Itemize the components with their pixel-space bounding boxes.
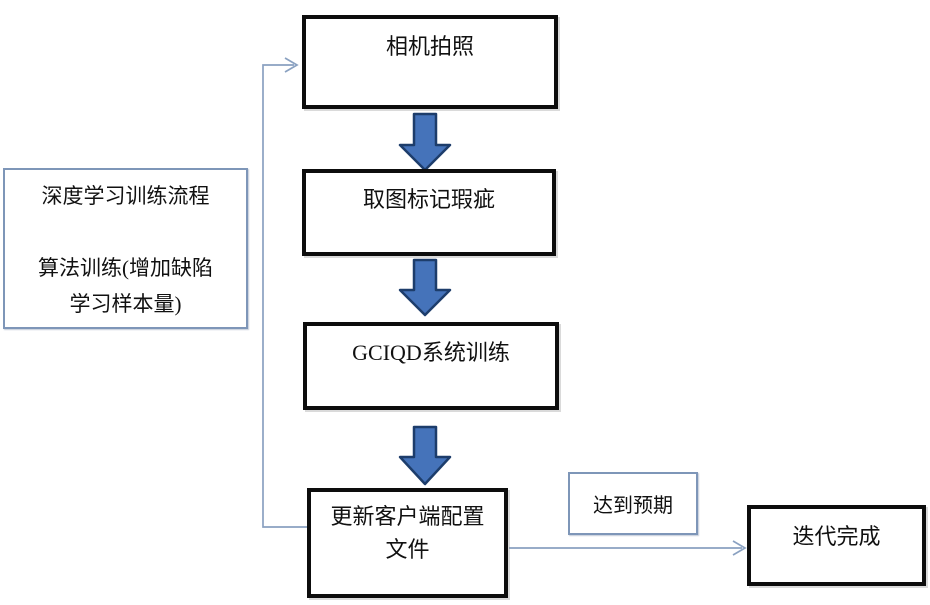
result-arrow xyxy=(509,540,747,556)
step-label: 取图标记瑕疵 xyxy=(362,187,495,212)
note-text: 深度学习训练流程 算法训练(增加缺陷 学习样本量) xyxy=(38,184,213,317)
feedback-loop-arrow xyxy=(262,57,307,528)
chevron-right-icon xyxy=(284,57,299,73)
step-system-training: GCIQD系统训练 xyxy=(303,322,559,410)
down-block-arrow-icon xyxy=(398,425,452,486)
note-box-training-process: 深度学习训练流程 算法训练(增加缺陷 学习样本量) xyxy=(3,168,248,329)
step-label: GCIQD系统训练 xyxy=(352,340,510,365)
step-camera-capture: 相机拍照 xyxy=(302,15,558,109)
step-update-config: 更新客户端配置 文件 xyxy=(307,488,508,598)
step-label: 相机拍照 xyxy=(385,34,474,59)
step-iteration-done: 迭代完成 xyxy=(747,505,926,586)
down-block-arrow-icon xyxy=(398,112,452,172)
step-label: 更新客户端配置 文件 xyxy=(330,504,485,562)
step-label: 迭代完成 xyxy=(792,524,881,549)
step-mark-defects: 取图标记瑕疵 xyxy=(302,169,556,256)
edge-label-expectation-met: 达到预期 xyxy=(568,472,698,535)
chevron-right-icon xyxy=(732,540,747,556)
down-block-arrow-icon xyxy=(398,258,452,317)
edge-label-text: 达到预期 xyxy=(593,495,673,517)
